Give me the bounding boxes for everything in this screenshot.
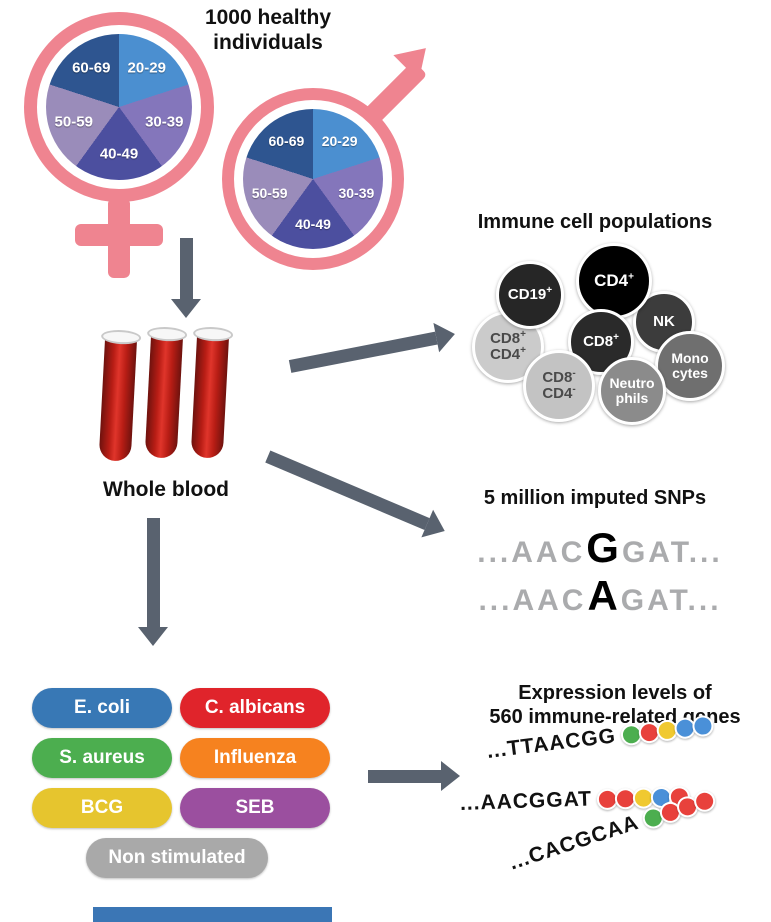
male-symbol: 20-29 30-39 40-49 50-59 60-69 — [222, 35, 457, 273]
arrow-head — [138, 627, 168, 646]
snp-seq-prefix: ...AAC — [477, 536, 586, 569]
cell-label: CD8+ — [583, 332, 619, 351]
age-label-60-69: 60-69 — [72, 59, 111, 77]
female-ring: 20-29 30-39 40-49 50-59 60-69 — [24, 12, 214, 202]
arrow-stem — [368, 769, 441, 783]
cell-label: CD8+ — [490, 329, 526, 348]
age-label-50-59: 50-59 — [251, 185, 288, 201]
stimulus-pill-seb: SEB — [180, 788, 330, 828]
stimulus-label: Influenza — [213, 747, 297, 768]
stimulus-pill-e-coli: E. coli — [32, 688, 172, 728]
cell-neutrophils: Neutro phils — [598, 357, 666, 425]
immune-populations-title: Immune cell populations — [477, 211, 713, 233]
stimulus-pill-influenza: Influenza — [180, 738, 330, 778]
cell-label: Neutro — [609, 375, 655, 392]
snp-seq-prefix: ...AAC — [478, 584, 587, 617]
stimulus-label: E. coli — [74, 697, 130, 718]
figure-title-line2: individuals — [213, 30, 323, 54]
arrow-stem — [179, 238, 193, 299]
snps-title: 5 million imputed SNPs — [483, 487, 707, 509]
blood-tube-body — [144, 333, 184, 459]
stimulus-label: SEB — [235, 797, 275, 818]
cell-label: phils — [615, 390, 649, 406]
stimulus-label: S. aureus — [59, 747, 145, 768]
age-label-20-29: 20-29 — [127, 59, 166, 77]
gene-read-sequence: ...CACGCAA — [506, 810, 642, 875]
stimulus-label: Non stimulated — [108, 847, 246, 868]
age-label-30-39: 30-39 — [338, 185, 375, 201]
snp-seq-suffix: GAT... — [621, 536, 723, 569]
arrow-individuals-to-blood — [170, 238, 202, 318]
arrow-blood-to-snps — [262, 441, 451, 545]
blood-tube-body — [190, 333, 230, 459]
cell-cd8neg-cd4neg: CD8- CD4- — [523, 350, 595, 422]
cell-label: cytes — [672, 365, 708, 381]
age-label-20-29: 20-29 — [321, 133, 358, 150]
female-age-pie: 20-29 30-39 40-49 50-59 60-69 — [46, 34, 192, 180]
snp-variant-letter: A — [587, 572, 620, 619]
cell-label: CD8- — [542, 368, 576, 387]
arrow-head — [433, 319, 458, 353]
cell-label: CD4+ — [490, 345, 526, 363]
arrow-head — [171, 299, 201, 318]
age-label-30-39: 30-39 — [145, 113, 184, 131]
cell-monocytes: Mono cytes — [655, 331, 725, 401]
gene-read-sequence: ...AACGGAT — [459, 787, 593, 815]
cell-cd4: CD4+ — [576, 243, 652, 319]
age-label-40-49: 40-49 — [295, 215, 331, 232]
arrow-stem — [288, 331, 438, 373]
arrow-blood-to-stimulations — [137, 518, 169, 646]
arrow-stem — [146, 518, 160, 627]
cell-label: CD4+ — [594, 271, 634, 291]
female-symbol-crossbar — [75, 224, 163, 246]
age-label-40-49: 40-49 — [99, 145, 139, 163]
gene-read-sequence: ...TTAACGG — [485, 724, 618, 763]
male-ring: 20-29 30-39 40-49 50-59 60-69 — [222, 88, 404, 270]
stimulus-pill-non-stimulated: Non stimulated — [86, 838, 268, 878]
arrow-head — [441, 761, 460, 791]
cell-label: CD4- — [542, 384, 576, 402]
blood-tube — [187, 326, 234, 462]
figure-title-line1: 1000 healthy — [204, 6, 332, 29]
stimulus-pill-bcg: BCG — [32, 788, 172, 828]
whole-blood-label: Whole blood — [103, 478, 229, 501]
arrow-blood-to-cells — [287, 318, 458, 381]
arrow-stimulations-to-expression — [368, 760, 460, 792]
age-label-50-59: 50-59 — [54, 113, 93, 131]
stimulus-label: C. albicans — [204, 697, 306, 718]
stimulus-pill-s-aureus: S. aureus — [32, 738, 172, 778]
stimulus-label: BCG — [80, 797, 124, 818]
figure-title: 1000 healthy individuals — [168, 6, 368, 56]
cell-label: Mono — [671, 350, 709, 367]
immune-cell-cluster: CD8+ CD4+ CD19+ NK Mono cytes CD4+ CD8+ … — [472, 243, 755, 438]
cell-cd19: CD19+ — [496, 261, 564, 329]
cell-label: CD19+ — [507, 285, 553, 304]
arrow-stem — [265, 450, 430, 530]
expression-title: Expression levels of 560 immune-related … — [462, 682, 768, 729]
male-age-pie: 20-29 30-39 40-49 50-59 60-69 — [243, 109, 383, 249]
snp-seq-suffix: GAT... — [620, 584, 722, 617]
bottom-blue-bar — [93, 907, 332, 922]
blood-tube — [95, 329, 142, 465]
blood-tube-body — [98, 336, 138, 462]
female-symbol: 20-29 30-39 40-49 50-59 60-69 — [24, 12, 224, 282]
expression-title-line1: Expression levels of — [518, 682, 712, 704]
blood-tube — [141, 326, 188, 462]
snp-variant-letter: G — [586, 524, 621, 571]
cell-label: NK — [653, 313, 675, 331]
age-label-60-69: 60-69 — [268, 133, 305, 150]
stimulus-pill-c-albicans: C. albicans — [180, 688, 330, 728]
